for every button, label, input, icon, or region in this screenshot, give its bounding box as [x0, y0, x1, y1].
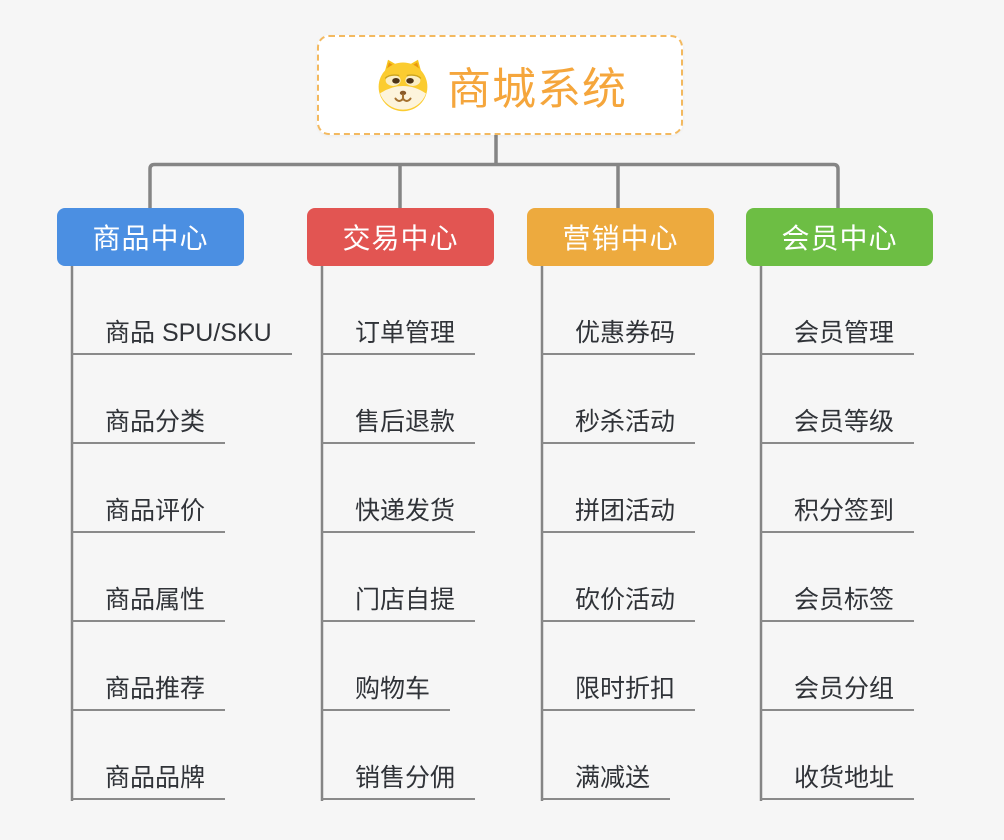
leaf-node[interactable]: 收货地址	[761, 762, 915, 800]
branch-header-label: 营销中心	[562, 223, 679, 254]
leaf-node[interactable]: 商品分类	[72, 406, 226, 444]
root-node[interactable]: 商城系统	[317, 35, 683, 135]
leaf-node[interactable]: 销售分佣	[322, 762, 476, 800]
branch-header-label: 交易中心	[342, 223, 459, 254]
leaf-node[interactable]: 订单管理	[322, 317, 476, 355]
leaf-node[interactable]: 售后退款	[322, 406, 476, 444]
branch-header-label: 商品中心	[92, 223, 209, 254]
leaf-node[interactable]: 商品属性	[72, 584, 226, 622]
leaf-node[interactable]: 商品品牌	[72, 762, 226, 800]
branch-header-label: 会员中心	[781, 223, 898, 254]
leaf-node[interactable]: 商品推荐	[72, 673, 226, 711]
root-title: 商城系统	[447, 65, 627, 114]
leaf-node[interactable]: 购物车	[322, 673, 451, 711]
branch-header-product-center[interactable]: 商品中心	[57, 208, 244, 266]
leaf-node[interactable]: 快递发货	[322, 495, 476, 533]
leaf-node[interactable]: 秒杀活动	[542, 406, 696, 444]
leaf-node[interactable]: 商品评价	[72, 495, 226, 533]
leaf-node[interactable]: 限时折扣	[542, 673, 696, 711]
leaf-node[interactable]: 积分签到	[761, 495, 915, 533]
level1-rail-line	[148, 162, 840, 208]
leaf-node[interactable]: 优惠券码	[542, 317, 696, 355]
branch-header-marketing-center[interactable]: 营销中心	[527, 208, 714, 266]
shiba-dog-icon	[378, 59, 428, 112]
leaf-node[interactable]: 会员管理	[761, 317, 915, 355]
leaf-node[interactable]: 商品 SPU/SKU	[72, 317, 292, 355]
leaf-node[interactable]: 会员等级	[761, 406, 915, 444]
branch-header-member-center[interactable]: 会员中心	[746, 208, 933, 266]
leaf-node[interactable]: 会员标签	[761, 584, 915, 622]
leaf-node[interactable]: 门店自提	[322, 584, 476, 622]
leaf-node[interactable]: 砍价活动	[542, 584, 696, 622]
leaf-node[interactable]: 拼团活动	[542, 495, 696, 533]
leaf-node[interactable]: 满减送	[542, 762, 671, 800]
branch-header-trade-center[interactable]: 交易中心	[307, 208, 494, 266]
leaf-node[interactable]: 会员分组	[761, 673, 915, 711]
